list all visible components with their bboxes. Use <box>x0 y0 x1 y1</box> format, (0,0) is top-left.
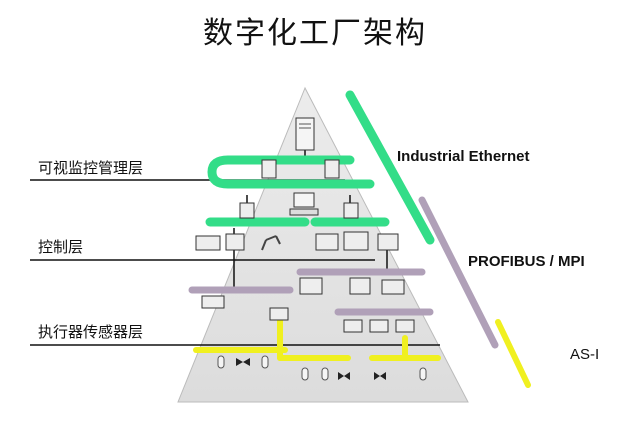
plc-units-top <box>239 159 359 219</box>
control-layer-devices <box>195 231 415 333</box>
workstation-pc <box>289 192 319 216</box>
page-title: 数字化工厂架构 <box>203 16 427 51</box>
label-as-i: AS-I <box>570 346 600 363</box>
label-monitoring-layer: 可视监控管理层 <box>38 159 144 177</box>
label-industrial-ethernet: Industrial Ethernet <box>397 148 530 165</box>
server-tower <box>295 117 315 151</box>
ethernet-bus <box>205 90 435 245</box>
label-field-layer: 执行器传感器层 <box>38 323 144 341</box>
label-control-layer: 控制层 <box>38 238 84 256</box>
profibus-bus <box>188 196 499 349</box>
valve-actuators <box>236 358 386 380</box>
label-profibus-mpi: PROFIBUS / MPI <box>468 253 585 270</box>
robot-arm <box>261 235 281 251</box>
field-sensors <box>217 355 427 381</box>
asi-bus <box>193 315 531 388</box>
